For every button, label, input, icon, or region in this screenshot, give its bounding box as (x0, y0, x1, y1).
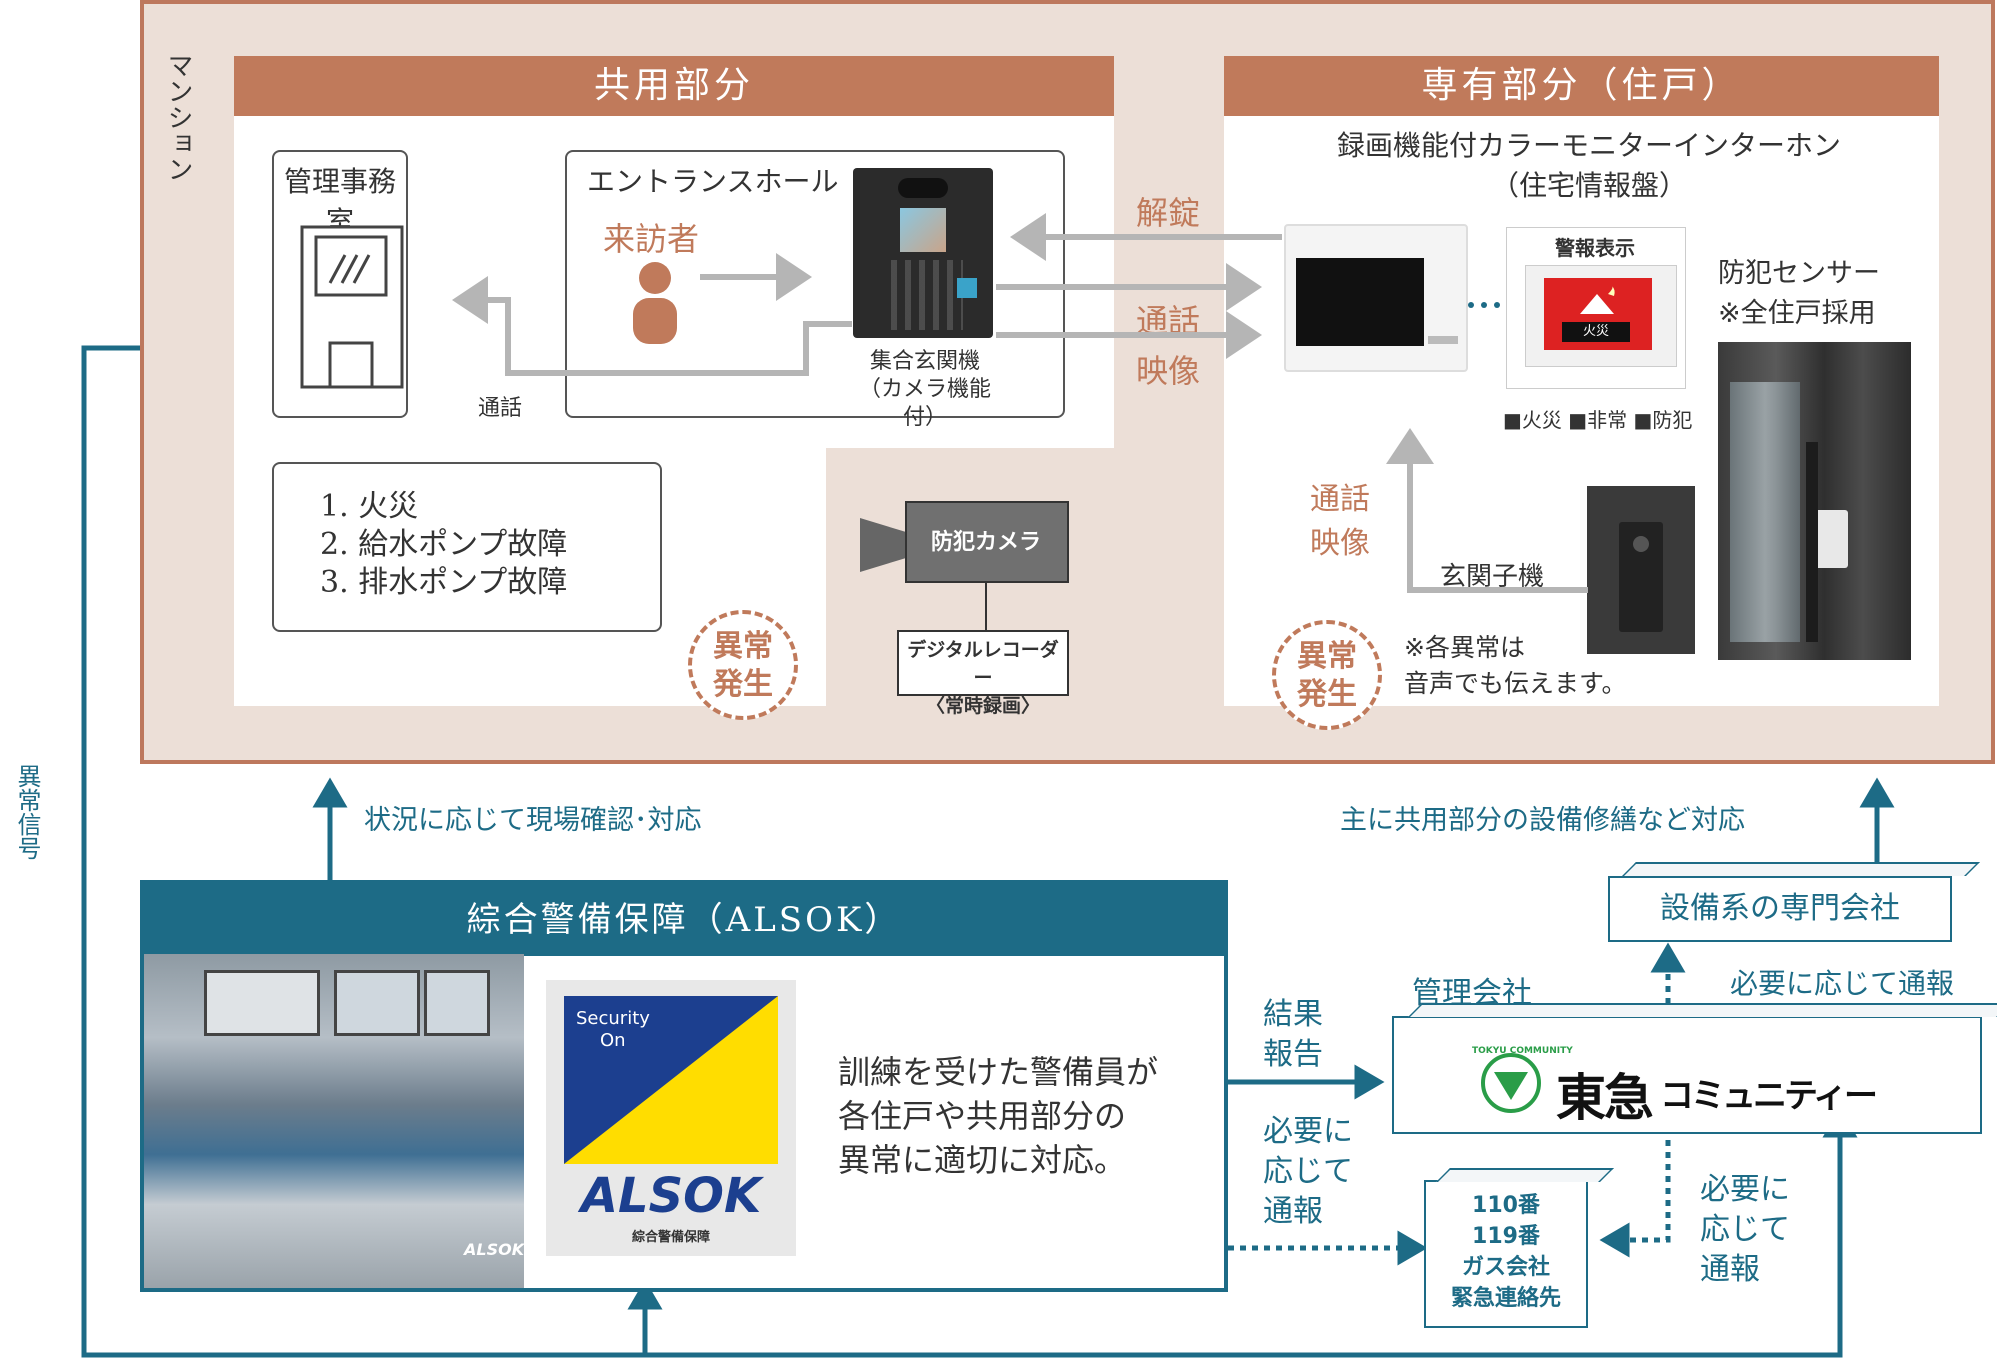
video-label: 映像 (1136, 352, 1201, 390)
entrance-unit-name: 集合玄関機 (869, 349, 980, 374)
entrance-panel-device (853, 168, 993, 338)
camera-cable (985, 582, 987, 630)
list-item: 1. 火災 (320, 489, 419, 524)
logo-line1: Security (576, 1008, 650, 1029)
alsok-logo: Security On ALSOK 綜合警備保障 (546, 980, 796, 1256)
specialist-box-top (1622, 862, 1980, 876)
alarm-badge-private: 異常発生 (1272, 620, 1382, 730)
visitor-label: 来訪者 (603, 220, 700, 258)
logo-subtitle: 綜合警備保障 (631, 1230, 710, 1245)
onsite-response-label: 状況に応じて現場確認･対応 (364, 805, 702, 836)
alert-display-label: 警報表示 (1555, 236, 1635, 260)
notify-right-label: 必要に応じて通報 (1700, 1172, 1790, 1287)
door-talk-video: 通話 映像 (1310, 482, 1370, 561)
list-item: 2. 給水ポンプ故障 (320, 527, 568, 562)
control-room-photo: ALSOK (144, 954, 524, 1288)
alert-types: ■火災 ■非常 ■防犯 (1503, 408, 1693, 432)
monitor-title: 録画機能付カラーモニターインターホン （住宅情報盤） (1224, 126, 1954, 206)
brand-sub: コミュニティー (1660, 1076, 1878, 1116)
alsok-title: 綜合警備保障（ALSOK） (144, 884, 1224, 956)
management-box-top (1408, 1003, 1997, 1017)
notify-top-label: 必要に応じて通報 (1730, 967, 1955, 1000)
emergency-box: 110番 119番 ガス会社 緊急連絡先 (1424, 1180, 1588, 1328)
office-talk-label: 通話 (478, 396, 523, 421)
specialist-box: 設備系の専門会社 (1608, 876, 1952, 942)
management-box (1392, 1016, 1982, 1134)
recorder-note: 〈常時録画〉 (925, 695, 1040, 717)
mansion-label: マンション (163, 52, 193, 182)
list-item: 3. 排水ポンプ故障 (320, 565, 568, 600)
signal-arrows (452, 213, 1588, 593)
shared-section-title: 共用部分 (234, 56, 1114, 116)
recorder-label: デジタルレコーダー (907, 639, 1059, 689)
person-icon (633, 262, 677, 344)
office-door-icon (300, 225, 404, 389)
brand-small: TOKYU COMMUNITY (1472, 1046, 1573, 1056)
anomaly-list-box: 1. 火災 2. 給水ポンプ故障 3. 排水ポンプ故障 (272, 462, 662, 632)
door-unit-device (1587, 486, 1695, 654)
anomaly-signal-label: 異常信号 (13, 764, 41, 860)
intercom-monitor (1284, 224, 1468, 372)
entrance-unit-caption: 集合玄関機 （カメラ機能付） (850, 348, 1000, 432)
repair-response-label: 主に共用部分の設備修繕など対応 (1340, 805, 1745, 836)
fire-icon (1572, 286, 1622, 316)
private-section-title: 専有部分（住戸） (1224, 56, 1939, 116)
brand-main: 東急 (1556, 1069, 1654, 1127)
office-label: 管理事務室 (283, 165, 396, 238)
monitor-title-line2: （住宅情報盤） (1490, 169, 1687, 202)
security-camera-icon (860, 501, 1069, 583)
unlock-label: 解錠 (1136, 194, 1201, 232)
dotted-connector (1468, 302, 1500, 308)
photo-sign: ALSOK (464, 1240, 525, 1259)
entrance-unit-note: （カメラ機能付） (858, 377, 991, 430)
logo-brand: ALSOK (580, 1168, 762, 1224)
audio-note: ※各異常は 音声でも伝えます。 (1404, 633, 1627, 698)
entrance-hall-label: エントランスホール (587, 165, 839, 198)
recorder-box: デジタルレコーダー 〈常時録画〉 (897, 630, 1069, 717)
result-report-label: 結果報告 (1263, 997, 1323, 1072)
logo-line2: On (600, 1030, 626, 1051)
camera-label: 防犯カメラ (930, 530, 1041, 555)
alarm-badge-shared: 異常発生 (688, 610, 798, 720)
tokyu-logo-mark (1481, 1053, 1541, 1113)
alert-display-device: 火災 (1525, 265, 1677, 367)
alert-screen-text: 火災 (1562, 322, 1630, 342)
emergency-box-top (1436, 1168, 1614, 1182)
sensor-label: 防犯センサー ※全住戸採用 (1718, 258, 1880, 329)
window-sensor-photo (1718, 342, 1911, 660)
monitor-title-line1: 録画機能付カラーモニターインターホン (1336, 129, 1841, 162)
alsok-description: 訓練を受けた警備員が 各住戸や共用部分の 異常に適切に対応。 (838, 1053, 1159, 1179)
notify-left-label: 必要に応じて通報 (1263, 1114, 1353, 1229)
